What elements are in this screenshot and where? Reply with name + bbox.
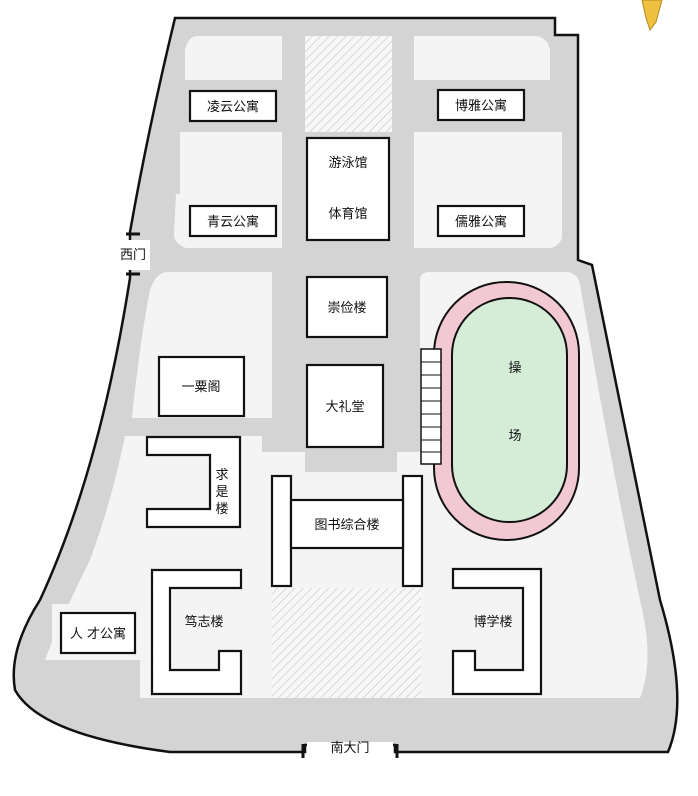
gymnasium-label: 体育馆 — [328, 206, 367, 222]
duzhi-building-label: 笃志楼 — [184, 614, 223, 630]
lingyun-apartment-label: 凌云公寓 — [207, 99, 259, 115]
west-gate-label: 西门 — [120, 248, 146, 263]
south-gate-opening — [307, 742, 393, 762]
library-main-hall[interactable] — [289, 498, 405, 550]
block-northwest-1 — [185, 36, 282, 80]
south-gate-label: 南大门 — [330, 740, 369, 756]
auditorium[interactable] — [305, 363, 385, 449]
qiushi-building[interactable] — [145, 435, 242, 529]
duzhi-building[interactable] — [150, 568, 243, 696]
field-label-2: 场 — [508, 429, 521, 444]
grandstand — [420, 348, 442, 465]
library-east-wing[interactable] — [401, 474, 424, 588]
qingyun-apartment-label: 青云公寓 — [207, 214, 259, 230]
chongjian-building-label: 崇俭楼 — [327, 300, 366, 316]
yisuge-building[interactable] — [157, 355, 246, 418]
block-south-hatched — [272, 588, 421, 698]
block-northeast-1 — [414, 36, 550, 80]
field-label-1: 操 — [508, 360, 521, 376]
football-field[interactable] — [451, 297, 568, 523]
boxue-building-label: 博学楼 — [473, 614, 512, 630]
auditorium-label: 大礼堂 — [325, 399, 364, 415]
ruya-apartment[interactable] — [436, 204, 526, 238]
qiushi-label-2: 是 — [215, 485, 228, 500]
rencai-apartment[interactable] — [59, 611, 137, 655]
swimming-gym-building[interactable] — [305, 136, 391, 242]
qiushi-label-3: 楼 — [215, 502, 228, 517]
west-gate-opening — [110, 240, 150, 270]
yisuge-building-label: 一粟阁 — [181, 380, 220, 395]
boya-apartment-label: 博雅公寓 — [455, 98, 507, 114]
chongjian-building[interactable] — [305, 275, 389, 339]
rencai-apartment-label: 人 才公寓 — [70, 626, 126, 642]
boya-apartment[interactable] — [436, 88, 526, 122]
block-northwest-2 — [180, 132, 282, 194]
library-label: 图书综合楼 — [314, 518, 379, 533]
ruya-apartment-label: 儒雅公寓 — [455, 214, 507, 230]
qiushi-label-1: 求 — [215, 468, 228, 483]
lingyun-apartment[interactable] — [188, 89, 278, 123]
block-northeast-2 — [414, 132, 562, 194]
corner-decoration — [641, 0, 663, 32]
library-west-wing[interactable] — [270, 474, 293, 588]
block-north-hatched — [305, 36, 392, 132]
qingyun-apartment[interactable] — [188, 204, 278, 238]
boxue-building[interactable] — [451, 567, 543, 696]
swimming-pool-label: 游泳馆 — [328, 156, 367, 171]
